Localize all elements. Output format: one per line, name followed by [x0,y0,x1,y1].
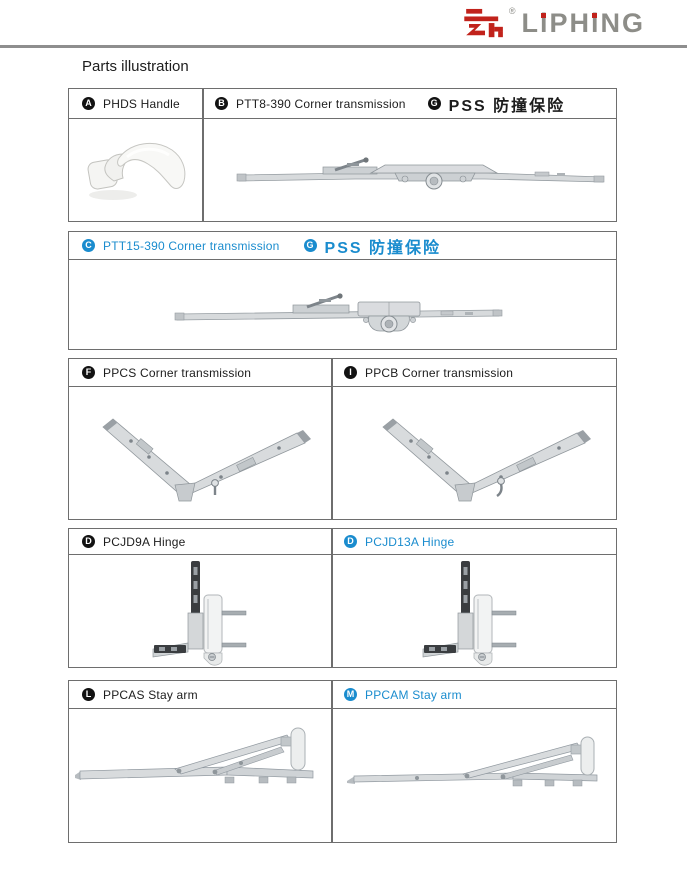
badge-g-blue: G [303,239,317,252]
header-cell-pcjd9a: D PCJD9A Hinge [69,529,331,554]
ppcam-photo [345,729,613,809]
label-ppcb: PPCB Corner transmission [365,365,514,380]
box-stay-arms: L PPCAS Stay arm M PPCAM Stay arm [68,680,617,843]
label-phds-handle: PHDS Handle [103,96,180,111]
badge-i: I [344,366,357,379]
box1-cell-divider [202,89,204,221]
registered-mark: ® [508,6,516,16]
header-cell-ppcam: M PPCAM Stay arm [331,681,616,708]
box-hinges: D PCJD9A Hinge D PCJD13A Hinge [68,528,617,668]
ptt15-390-photo [173,288,505,342]
badge-g: G [427,97,441,110]
box5-header: L PPCAS Stay arm M PPCAM Stay arm [69,681,616,709]
box-corner-transmissions: F PPCS Corner transmission I PPCB Corner… [68,358,617,520]
label-ppcam: PPCAM Stay arm [365,687,462,702]
label-ppcas: PPCAS Stay arm [103,687,198,702]
badge-c: C [82,239,95,252]
pss-group-blue: G PSS 防撞保险 [303,234,441,258]
label-pss-blue: PSS 防撞保险 [324,239,441,257]
pcjd9a-photo [141,559,263,667]
top-divider-rule [0,45,687,48]
box-ptt15: C PTT15-390 Corner transmission G PSS 防撞… [68,231,617,350]
box2-header: C PTT15-390 Corner transmission G PSS 防撞… [69,232,616,260]
box5-cell-divider [331,681,333,842]
badge-f: F [82,366,95,379]
ppcb-photo [371,405,593,517]
box4-header: D PCJD9A Hinge D PCJD13A Hinge [69,529,616,555]
header-cell-phds-handle: A PHDS Handle [69,89,202,118]
header-cell-ppcb: I PPCB Corner transmission [331,359,616,386]
header-cell-ppcas: L PPCAS Stay arm [69,681,331,708]
pcjd13a-photo [411,559,533,667]
ppcs-photo [91,405,313,517]
label-pcjd9a: PCJD9A Hinge [103,534,186,549]
badge-m: M [344,688,357,701]
label-ptt15: PTT15-390 Corner transmission [103,238,280,253]
page-title: Parts illustration [82,58,189,75]
label-ptt8: PTT8-390 Corner transmission [236,96,406,111]
header-cell-ptt8: B PTT8-390 Corner transmission G PSS 防撞保… [202,89,616,118]
box4-cell-divider [331,529,333,667]
label-pcjd13a: PCJD13A Hinge [365,534,455,549]
phds-handle-photo [81,131,193,205]
badge-b: B [215,97,228,110]
header-cell-ptt15: C PTT15-390 Corner transmission G PSS 防撞… [69,232,616,259]
label-pss-black: PSS 防撞保险 [448,97,566,115]
ppcas-photo [75,723,327,811]
header-cell-pcjd13a: D PCJD13A Hinge [331,529,616,554]
box-handle-ptt8: A PHDS Handle B PTT8-390 Corner transmis… [68,88,617,222]
box3-header: F PPCS Corner transmission I PPCB Corner… [69,359,616,387]
box1-header: A PHDS Handle B PTT8-390 Corner transmis… [69,89,616,119]
pss-group-black: G PSS 防撞保险 [427,92,566,116]
header-cell-ppcs: F PPCS Corner transmission [69,359,331,386]
brand-logo: ® LiPHiNG [462,6,645,40]
badge-l: L [82,688,95,701]
badge-d-blue: D [344,535,357,548]
brand-logo-mark-icon [464,8,503,38]
box3-cell-divider [331,359,333,519]
badge-a: A [82,97,95,110]
ptt8-390-photo [235,153,607,199]
brand-wordmark: LiPHiNG [521,8,645,38]
badge-d-black: D [82,535,95,548]
label-ppcs: PPCS Corner transmission [103,365,252,380]
